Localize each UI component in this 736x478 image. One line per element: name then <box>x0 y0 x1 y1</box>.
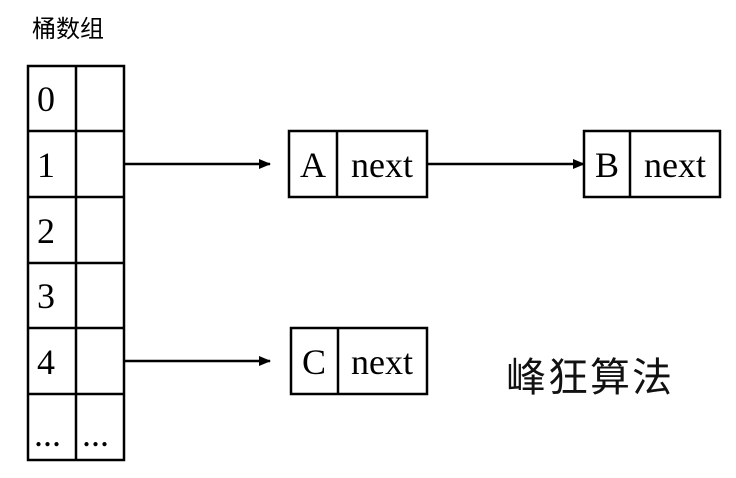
node-A-key: A <box>300 145 326 185</box>
bucket-index-1: 1 <box>37 145 55 185</box>
bucket-array-title: 桶数组 <box>32 15 104 43</box>
node-C-next-label: next <box>351 342 413 382</box>
bucket-index-2: 2 <box>37 211 55 251</box>
node-C-box <box>289 326 429 396</box>
bucket-value-more: ... <box>82 414 109 454</box>
node-C-key: C <box>302 342 326 382</box>
node-B: B next <box>582 129 722 199</box>
bucket-index-3: 3 <box>37 276 55 316</box>
node-A-next-label: next <box>351 145 413 185</box>
node-B-key: B <box>595 145 619 185</box>
node-A: A next <box>287 129 429 199</box>
bucket-index-4: 4 <box>37 342 55 382</box>
node-B-next-label: next <box>644 145 706 185</box>
bucket-array: 0 1 2 3 4 ... ... <box>26 64 126 462</box>
node-C: C next <box>289 326 429 396</box>
bucket-index-more: ... <box>34 414 61 454</box>
watermark-text: 峰狂算法 <box>506 355 674 401</box>
bucket-index-0: 0 <box>37 79 55 119</box>
